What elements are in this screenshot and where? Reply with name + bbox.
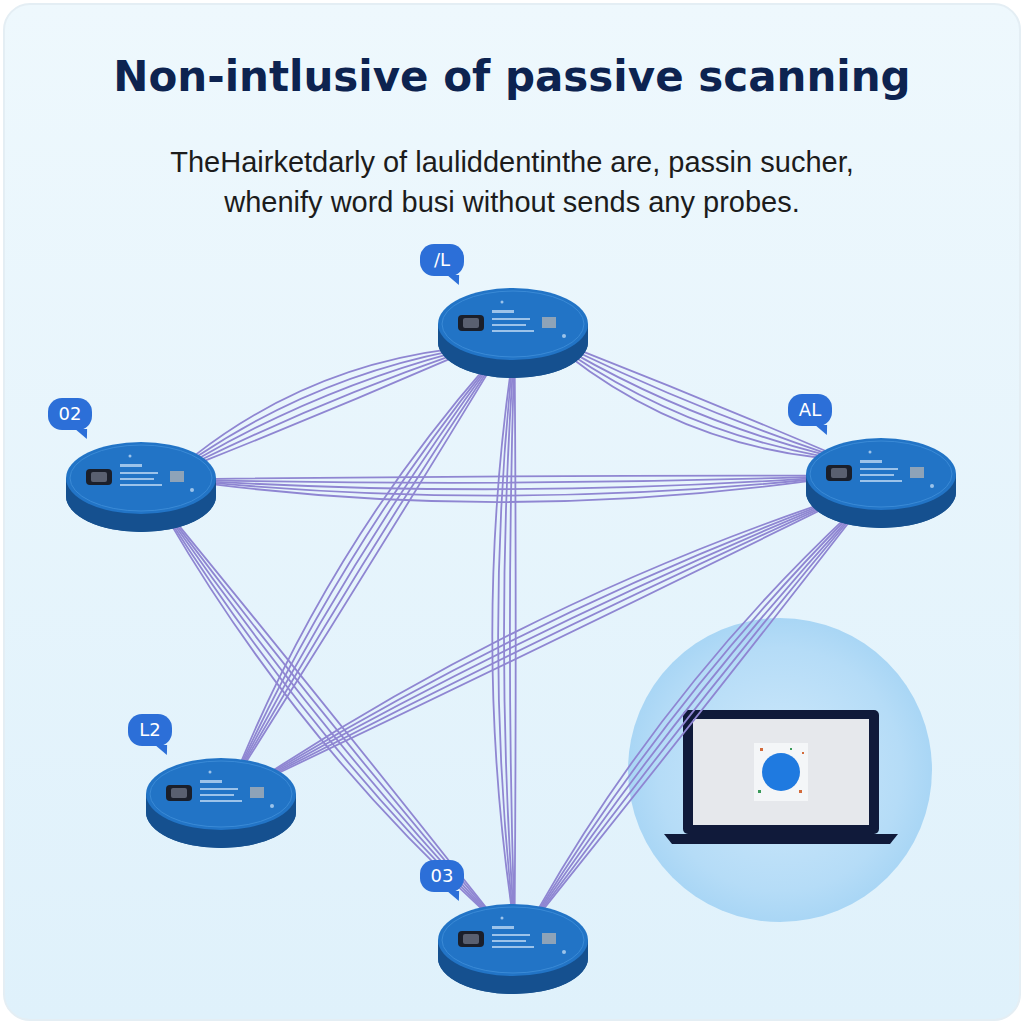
signal-line [171, 517, 486, 908]
device-node: 03 [436, 900, 590, 996]
signal-line [244, 365, 491, 762]
signal-line [541, 514, 853, 909]
signal-line [216, 481, 806, 502]
callout-label: /L [420, 244, 464, 276]
signal-line [199, 352, 454, 458]
signal-line [510, 367, 514, 906]
callout-label: AL [788, 394, 832, 426]
signal-line [572, 352, 823, 454]
signal-line [172, 517, 487, 908]
signal-line [245, 365, 492, 762]
signal-line [197, 351, 452, 457]
device-node: /L [436, 284, 590, 380]
signal-line [243, 365, 490, 762]
signal-line [574, 351, 825, 453]
signal-bundle [241, 364, 492, 762]
signal-line [204, 355, 459, 461]
device-disc [804, 434, 958, 530]
diagram-caption: TheHairketdarly of lauliddentinthe are, … [130, 142, 894, 222]
signal-bundle [492, 367, 515, 906]
signal-line [241, 364, 488, 761]
signal-line [195, 349, 450, 455]
signal-line [246, 365, 493, 762]
device-disc [144, 754, 298, 850]
diagram-title: Non-intlusive of passive scanning [40, 52, 984, 101]
signal-line [216, 477, 806, 483]
signal-line [170, 518, 485, 909]
laptop-illustration [628, 618, 932, 922]
signal-line [569, 354, 820, 456]
callout-label: 02 [48, 398, 92, 430]
signal-line [515, 367, 516, 906]
signal-line [539, 513, 851, 908]
signal-line [542, 514, 854, 909]
signal-line [202, 354, 457, 460]
device-node: AL [804, 434, 958, 530]
callout-label: L2 [128, 714, 172, 746]
callout-label: 03 [420, 860, 464, 892]
signal-bundle [539, 513, 855, 909]
signal-line [540, 514, 852, 909]
signal-bundle [195, 349, 459, 461]
device-disc [436, 900, 590, 996]
device-node: L2 [144, 754, 298, 850]
signal-line [273, 503, 824, 770]
device-node: 02 [64, 438, 218, 534]
signal-bundle [167, 517, 486, 909]
signal-line [168, 518, 483, 909]
signal-line [544, 514, 856, 909]
signal-bundle [216, 476, 807, 502]
signal-line [567, 355, 818, 458]
device-disc [64, 438, 218, 534]
signal-line [216, 476, 806, 479]
device-disc [436, 284, 590, 380]
signal-line [278, 506, 829, 773]
signal-line [167, 518, 482, 909]
signal-line [274, 504, 825, 771]
